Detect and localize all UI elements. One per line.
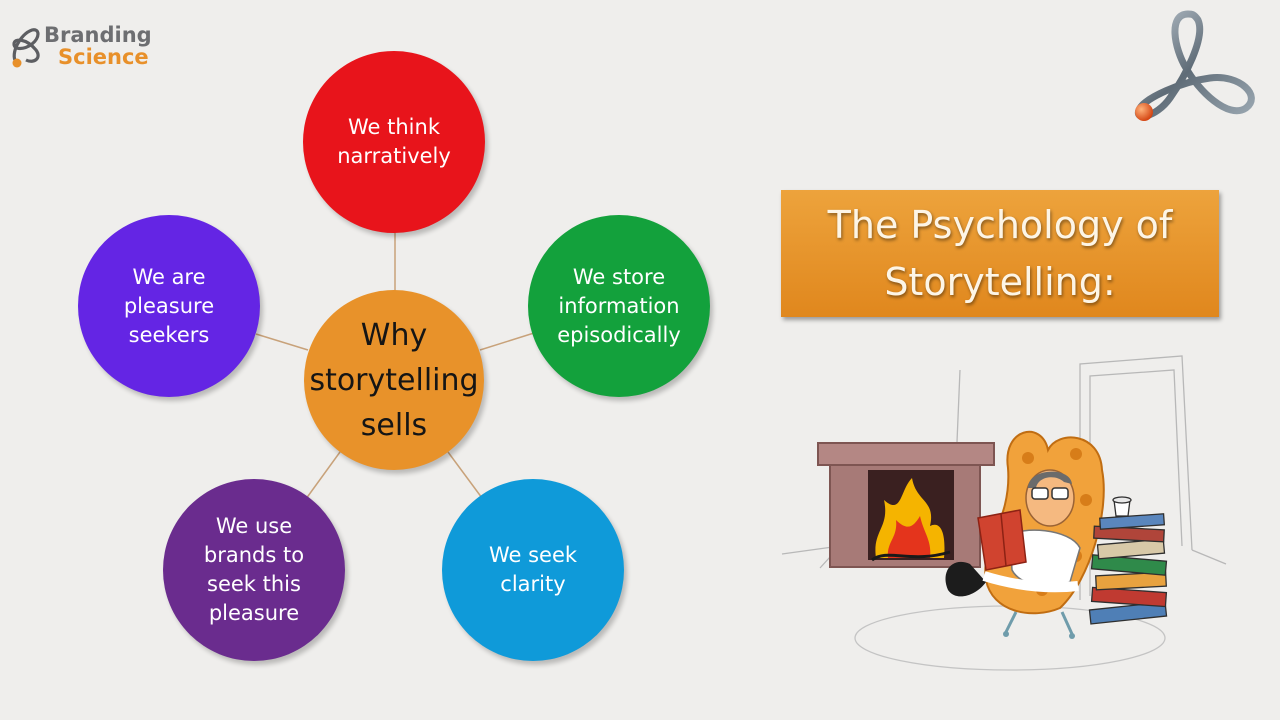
center-label: Why storytelling sells (309, 317, 479, 443)
connector-bottom-right (447, 451, 483, 499)
connector-bottom-left (302, 451, 341, 504)
branding-science-logo-icon (12, 28, 40, 68)
node-seek-clarity: We seek clarity (442, 479, 624, 661)
node-label: We store information episodically (557, 264, 681, 347)
book-stack (1088, 496, 1168, 625)
node-think-narratively: We think narratively (303, 51, 485, 233)
node-label: We seek clarity (488, 543, 578, 596)
trefoil-knot-icon (1135, 10, 1255, 121)
node-use-brands: We use brands to seek this pleasure (163, 479, 345, 661)
fireplace (817, 442, 995, 568)
node-store-information: We store information episodically (528, 215, 710, 397)
reading-man (945, 469, 1081, 597)
slide-title: The Psychology of Storytelling: (781, 190, 1219, 317)
logo-wordmark: Branding Science (44, 24, 152, 68)
connector-right (479, 332, 535, 351)
slide-title-text: The Psychology of Storytelling: (827, 202, 1173, 304)
node-label: We use brands to seek this pleasure (203, 514, 305, 625)
logo-line-1: Branding (44, 23, 152, 47)
connector-left (255, 333, 309, 351)
node-label: We are pleasure seekers (123, 264, 215, 347)
node-pleasure-seekers: We are pleasure seekers (78, 215, 260, 397)
center-hub: Why storytelling sells (304, 290, 484, 470)
node-label: We think narratively (337, 115, 451, 168)
reading-by-fireplace-illustration (781, 355, 1227, 671)
logo-line-2: Science (58, 45, 149, 69)
